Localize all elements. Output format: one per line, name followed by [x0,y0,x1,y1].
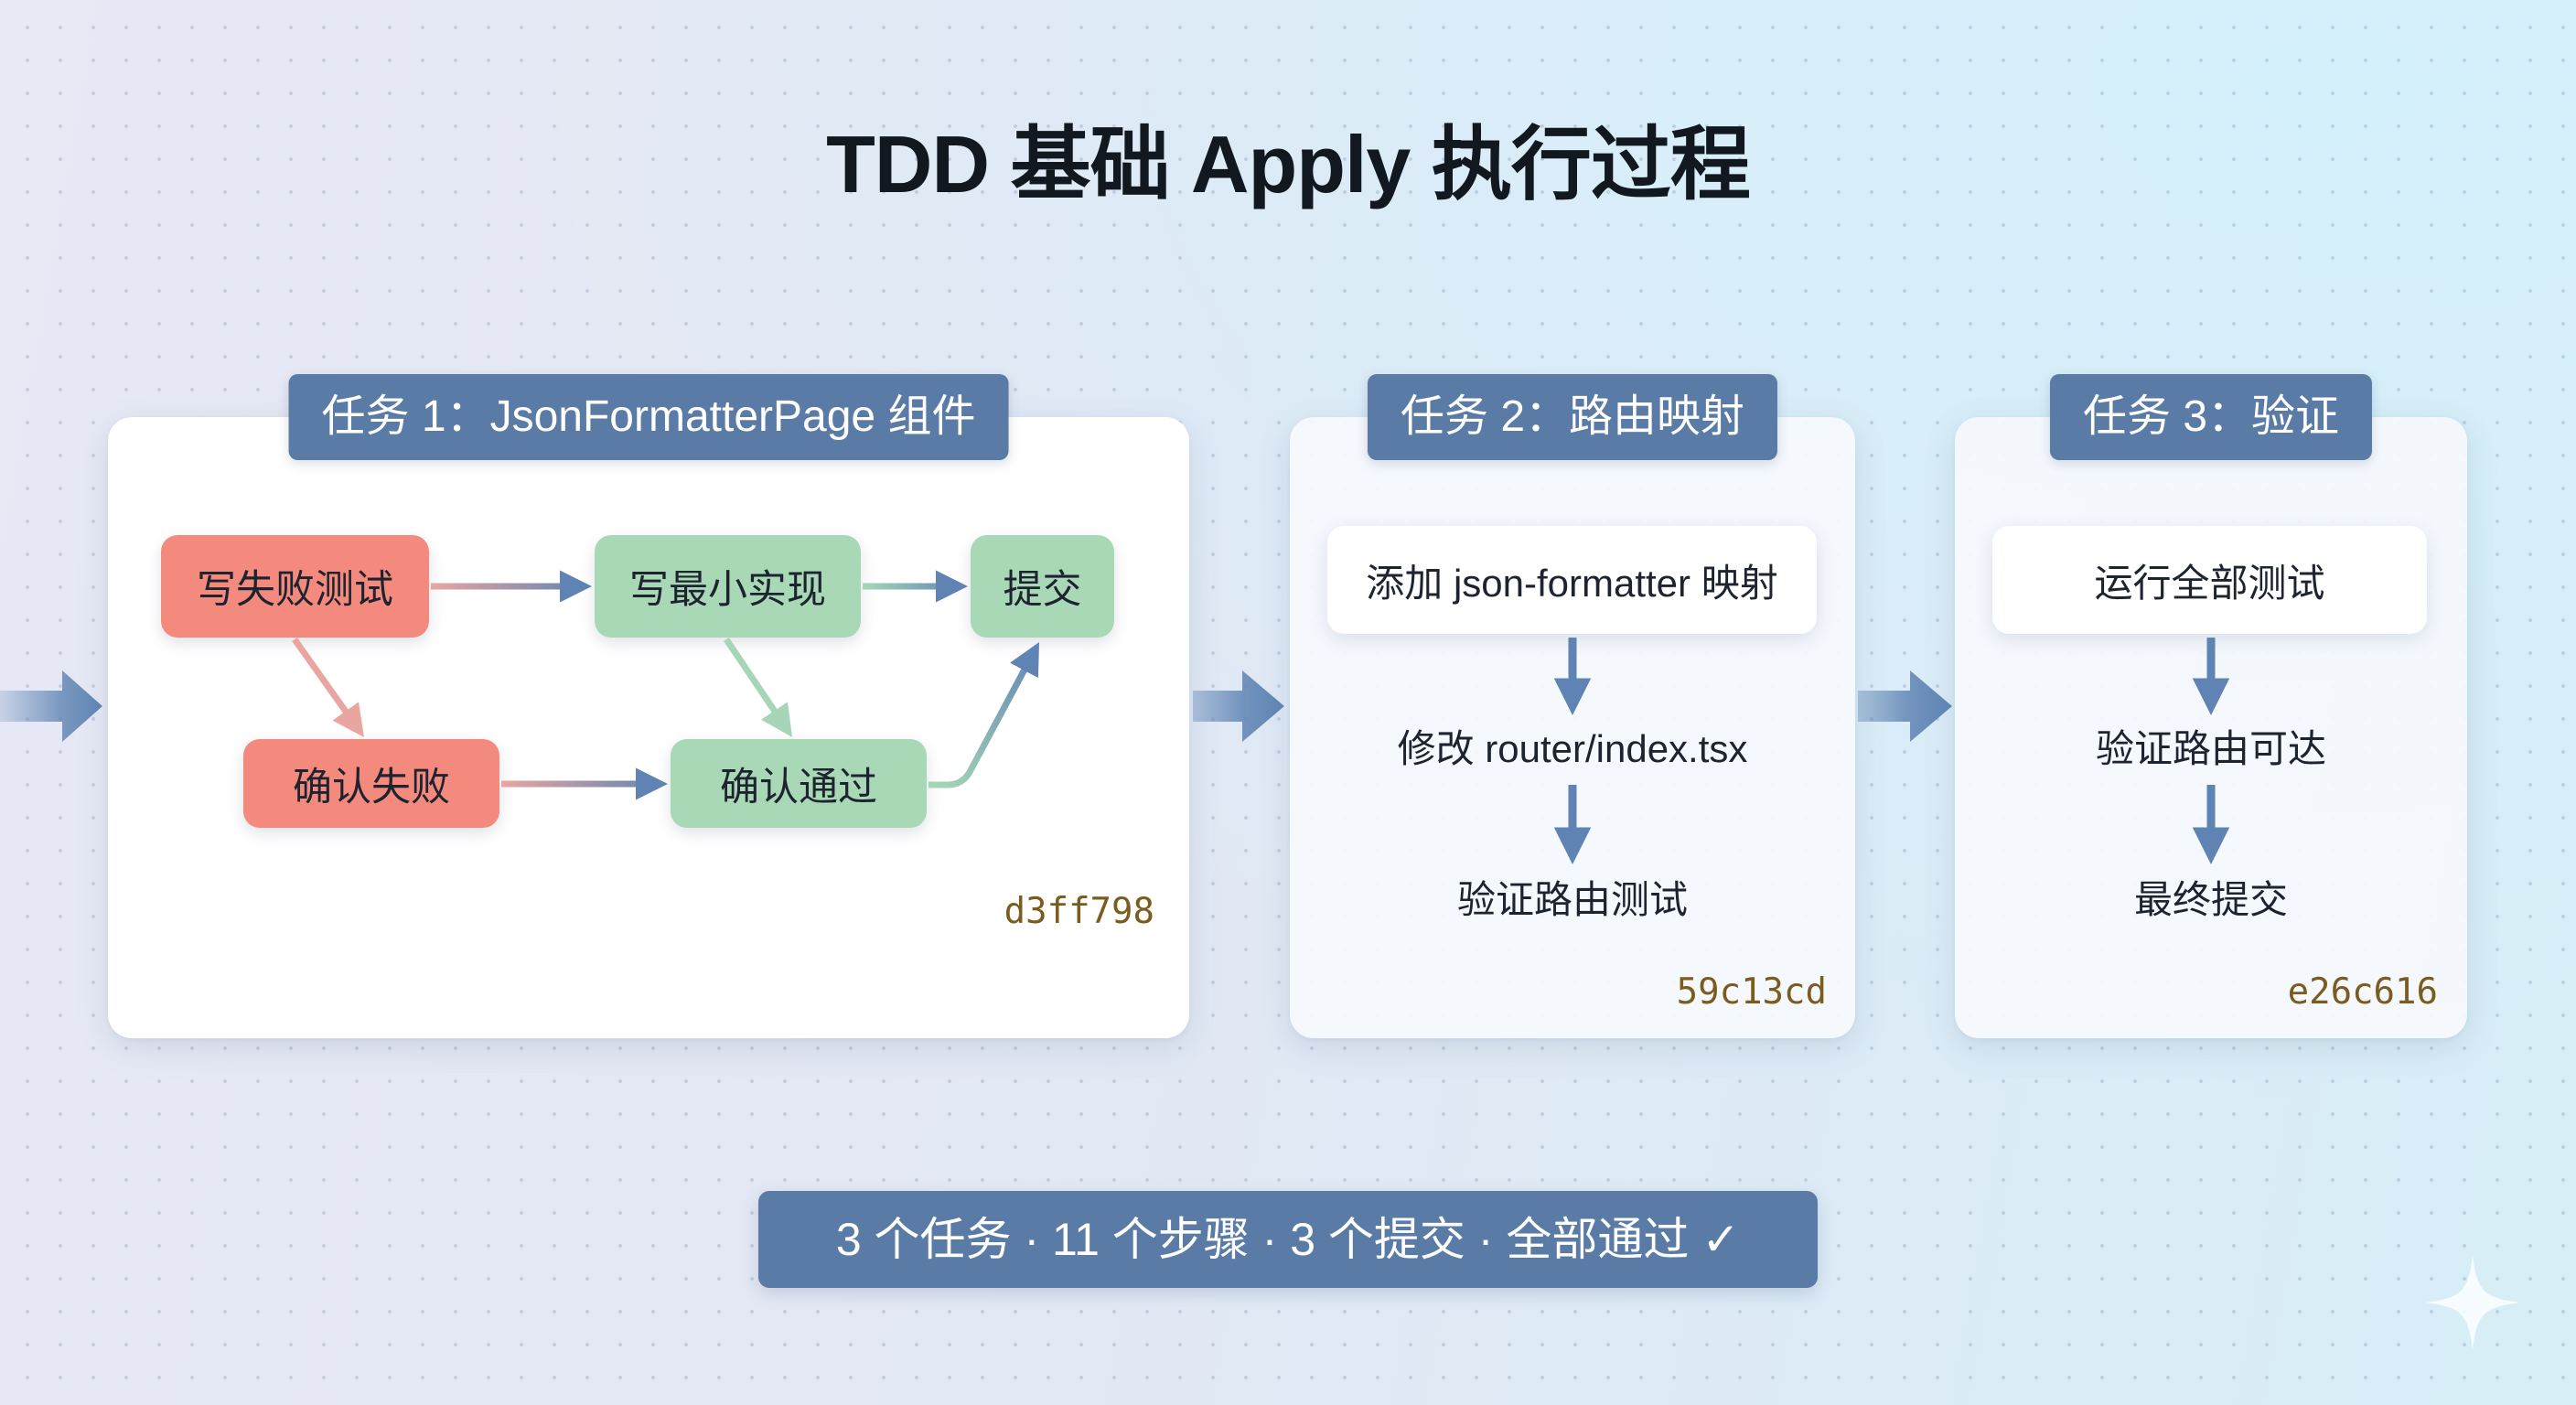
step-box-add-mapping: 添加 json-formatter 映射 [1327,526,1817,634]
node-write-minimal-impl: 写最小实现 [595,535,861,638]
task-label-2: 任务 2：路由映射 [1367,374,1778,460]
arrow-task1-to-task2 [1193,670,1284,742]
node-commit: 提交 [971,535,1114,638]
task-card-3: 任务 3：验证 运行全部测试 验证路由可达 最终提交 e26c616 [1955,374,2467,1038]
arrow-task2-to-task3 [1858,670,1952,742]
step-text-verify-route-reachable: 验证路由可达 [2095,727,2326,770]
task-label-3: 任务 3：验证 [2049,374,2373,460]
node-write-failing-test: 写失败测试 [161,535,429,638]
node-confirm-fail: 确认失败 [243,739,499,828]
step-text-final-commit: 最终提交 [2133,878,2288,921]
commit-hash-1: d3ff798 [1004,891,1154,932]
step-text-modify-router: 修改 router/index.tsx [1397,727,1748,770]
task-label-1: 任务 1：JsonFormatterPage 组件 [288,374,1009,460]
step-box-run-all-tests: 运行全部测试 [1992,526,2427,634]
commit-hash-3: e26c616 [2287,971,2438,1013]
entry-arrow [0,670,102,742]
task-card-1: 任务 1：JsonFormatterPage 组件 写失败测试 写最小实现 提交… [108,374,1189,1038]
task-card-2: 任务 2：路由映射 添加 json-formatter 映射 修改 router… [1290,374,1855,1038]
commit-hash-2: 59c13cd [1676,971,1827,1013]
page-title: TDD 基础 Apply 执行过程 [826,119,1751,209]
sparkle-icon [2425,1255,2520,1350]
summary-bar: 3 个任务 · 11 个步骤 · 3 个提交 · 全部通过 ✓ [758,1191,1818,1288]
node-confirm-pass: 确认通过 [671,739,927,828]
step-text-verify-route-test: 验证路由测试 [1456,878,1688,921]
